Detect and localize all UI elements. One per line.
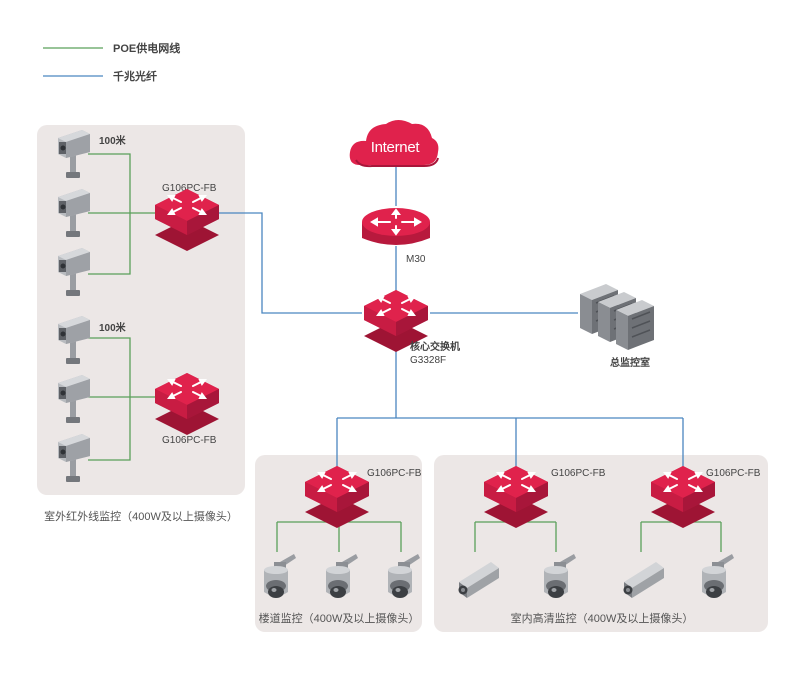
indoor-zone-caption: 室内高清监控（400W及以上摄像头） xyxy=(511,611,694,625)
internet-label: Internet xyxy=(371,139,421,156)
router-icon xyxy=(362,208,430,245)
core-switch: 核心交换机 G3328F xyxy=(363,289,460,366)
indoor-switch-right-label: G106PC-FB xyxy=(706,468,761,479)
outdoor-zone-devices: 100米 100米 G106PC-FB G106PC-FB xyxy=(58,130,220,482)
distance-label-top: 100米 xyxy=(99,134,127,147)
core-switch-name: 核心交换机 xyxy=(410,340,460,353)
cloud-icon xyxy=(349,120,439,168)
indoor-switch-left-label: G106PC-FB xyxy=(551,468,606,479)
zone-indoor xyxy=(434,455,768,632)
legend: POE供电网线 千兆光纤 xyxy=(43,41,180,83)
stairs-switch-label: G106PC-FB xyxy=(367,468,422,479)
router-model-label: M30 xyxy=(406,254,426,265)
distance-label-bottom: 100米 xyxy=(99,321,127,334)
stairs-zone-devices: G106PC-FB xyxy=(264,465,422,598)
outdoor-switch-bottom-label: G106PC-FB xyxy=(162,435,217,446)
internet-cloud: Internet xyxy=(349,120,439,168)
fiber-links xyxy=(218,164,684,472)
poe-legend-label: POE供电网线 xyxy=(113,41,180,55)
router: M30 xyxy=(362,208,430,265)
indoor-zone-devices: G106PC-FB G106PC-FB xyxy=(458,465,761,598)
fiber-legend-label: 千兆光纤 xyxy=(113,69,157,83)
outdoor-zone-caption: 室外红外线监控（400W及以上摄像头） xyxy=(44,509,238,523)
server-rack-icon xyxy=(580,284,654,350)
outdoor-switch-top-label: G106PC-FB xyxy=(162,183,217,194)
control-room-label: 总监控室 xyxy=(610,356,650,369)
stairs-zone-caption: 楼道监控（400W及以上摄像头） xyxy=(259,611,420,625)
core-switch-model: G3328F xyxy=(410,355,446,366)
control-room: 总监控室 xyxy=(580,284,654,369)
